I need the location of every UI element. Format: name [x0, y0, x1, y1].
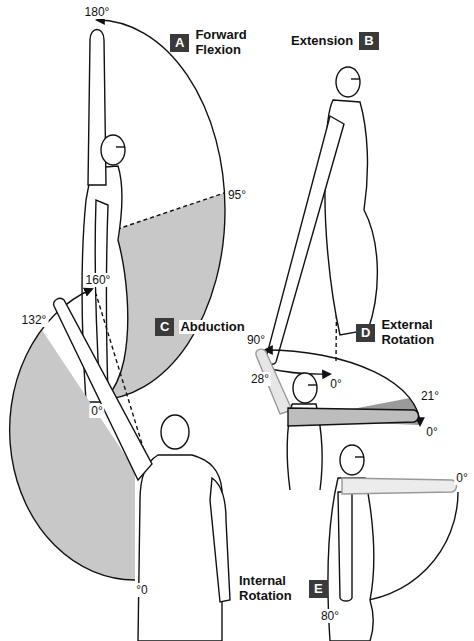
torso [138, 455, 222, 641]
lowered-arm [338, 492, 352, 601]
head [101, 135, 125, 165]
angle-label: 0° [328, 377, 343, 391]
angle-label: 0° [89, 404, 104, 418]
glasses [355, 456, 364, 457]
abduction-figure [10, 289, 230, 641]
angle-label: 0° [424, 425, 439, 439]
glasses [351, 78, 360, 79]
view-tab: A Forward Flexion [170, 28, 274, 58]
panel-letter: E [309, 580, 328, 598]
raised-arm [54, 298, 152, 480]
range-arc [265, 350, 420, 425]
raised-arm [88, 30, 106, 186]
angle-label: 90° [245, 333, 267, 347]
angle-label: 80° [319, 609, 341, 623]
internal-rotation-figure [328, 445, 458, 641]
panel-letter: A [170, 34, 189, 52]
angle-label: 21° [419, 389, 441, 403]
view-title: Extension [290, 34, 354, 49]
panel-letter: D [356, 324, 375, 342]
extension-figure [266, 67, 377, 374]
glasses [308, 384, 317, 385]
forward-arm [342, 478, 457, 494]
range-shading [10, 330, 135, 580]
angle-label: 0° [454, 471, 469, 485]
angle-label: 95° [226, 188, 248, 202]
view-title: Internal Rotation [238, 574, 304, 604]
view-tab: D External Rotation [356, 318, 454, 348]
external-rotation-figure [256, 349, 420, 490]
panel-letter: C [155, 318, 174, 336]
view-title: Forward Flexion [194, 28, 274, 58]
angle-label: °0 [134, 583, 149, 597]
rotated-arm [288, 408, 419, 426]
view-tab: Internal Rotation E [238, 574, 328, 604]
head [340, 445, 364, 475]
glasses [116, 146, 125, 147]
view-title: External Rotation [380, 318, 454, 348]
angle-label: 180° [83, 5, 112, 19]
view-tab: Extension B [290, 32, 379, 50]
head [336, 67, 360, 97]
angle-label: 132° [20, 313, 49, 327]
angle-label: 28° [249, 372, 271, 386]
angle-label: 160° [84, 273, 113, 287]
panel-letter: B [359, 32, 378, 50]
view-tab: C Abduction [155, 318, 246, 336]
view-title: Abduction [179, 320, 245, 335]
head [161, 415, 189, 449]
hanging-arm [210, 478, 230, 602]
head [293, 373, 317, 403]
flexion-figure [82, 20, 225, 402]
extended-arm [266, 116, 344, 364]
